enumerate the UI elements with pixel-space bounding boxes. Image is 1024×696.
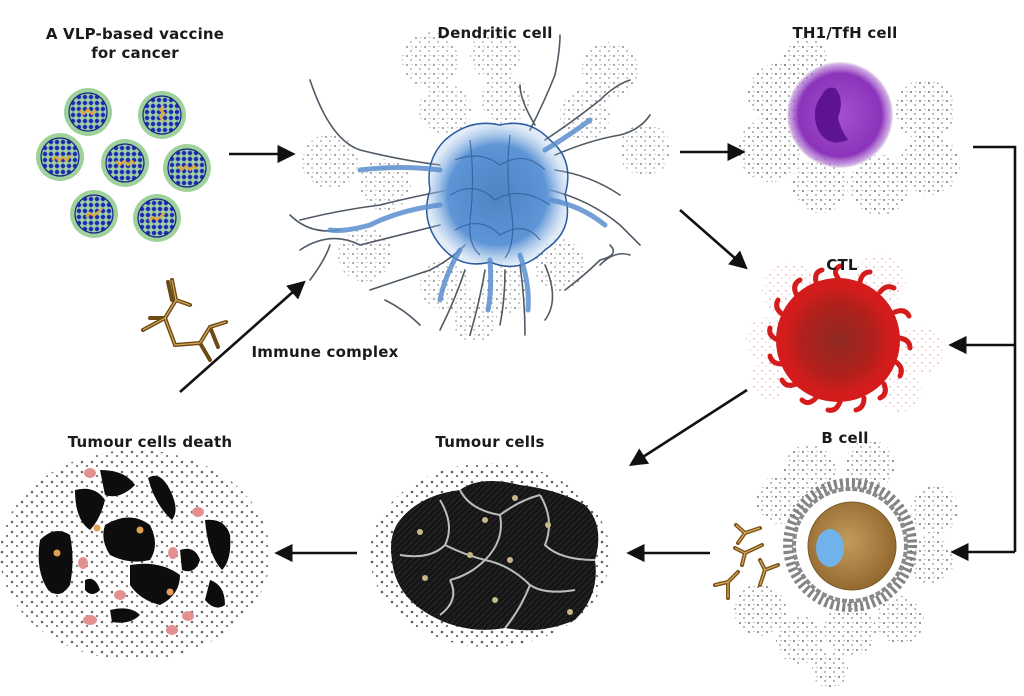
immune-complex-glyph bbox=[141, 278, 228, 362]
arrow-dendritic-to-ctl bbox=[679, 209, 748, 270]
ctl-cell bbox=[746, 254, 944, 413]
tumour-cells-death-label: Tumour cells death bbox=[67, 433, 233, 451]
arrow-ctl-to-tumour bbox=[628, 388, 748, 466]
vlp-particle bbox=[70, 190, 118, 238]
vlp-particle bbox=[163, 144, 211, 192]
dendritic-cell bbox=[289, 30, 671, 342]
ctl-label: CTL bbox=[826, 256, 858, 274]
dendritic-cell-label: Dendritic cell bbox=[437, 24, 553, 42]
vlp-particle bbox=[64, 88, 112, 136]
vlp-particle bbox=[101, 139, 149, 187]
arrow-immune-complex-to-dendritic bbox=[179, 280, 306, 393]
immune-complex-glyph-inner bbox=[142, 279, 227, 346]
b-cell bbox=[713, 440, 959, 688]
vlp-vaccine-label-line1: A VLP-based vaccine bbox=[45, 25, 225, 43]
vlp-particle bbox=[133, 194, 181, 242]
vlp-vaccine-label-line2: for cancer bbox=[91, 44, 179, 62]
tumour-cells-death bbox=[0, 450, 270, 660]
th1-tfh-cell-label: TH1/TfH cell bbox=[792, 24, 898, 42]
vlp-vaccine-cluster bbox=[36, 88, 211, 242]
vlp-particle bbox=[138, 91, 186, 139]
immune-complex-label: Immune complex bbox=[251, 343, 399, 361]
tumour-cells-label: Tumour cells bbox=[435, 433, 545, 451]
flow-arrows bbox=[179, 142, 748, 563]
b-cell-label: B cell bbox=[821, 429, 869, 447]
vlp-vaccine-label: A VLP-based vaccine for cancer bbox=[30, 25, 240, 63]
th1-tfh-cell bbox=[738, 38, 960, 215]
tumour-cells bbox=[370, 463, 610, 647]
vlp-particle bbox=[36, 133, 84, 181]
th1-feedback-bracket bbox=[948, 145, 1017, 562]
